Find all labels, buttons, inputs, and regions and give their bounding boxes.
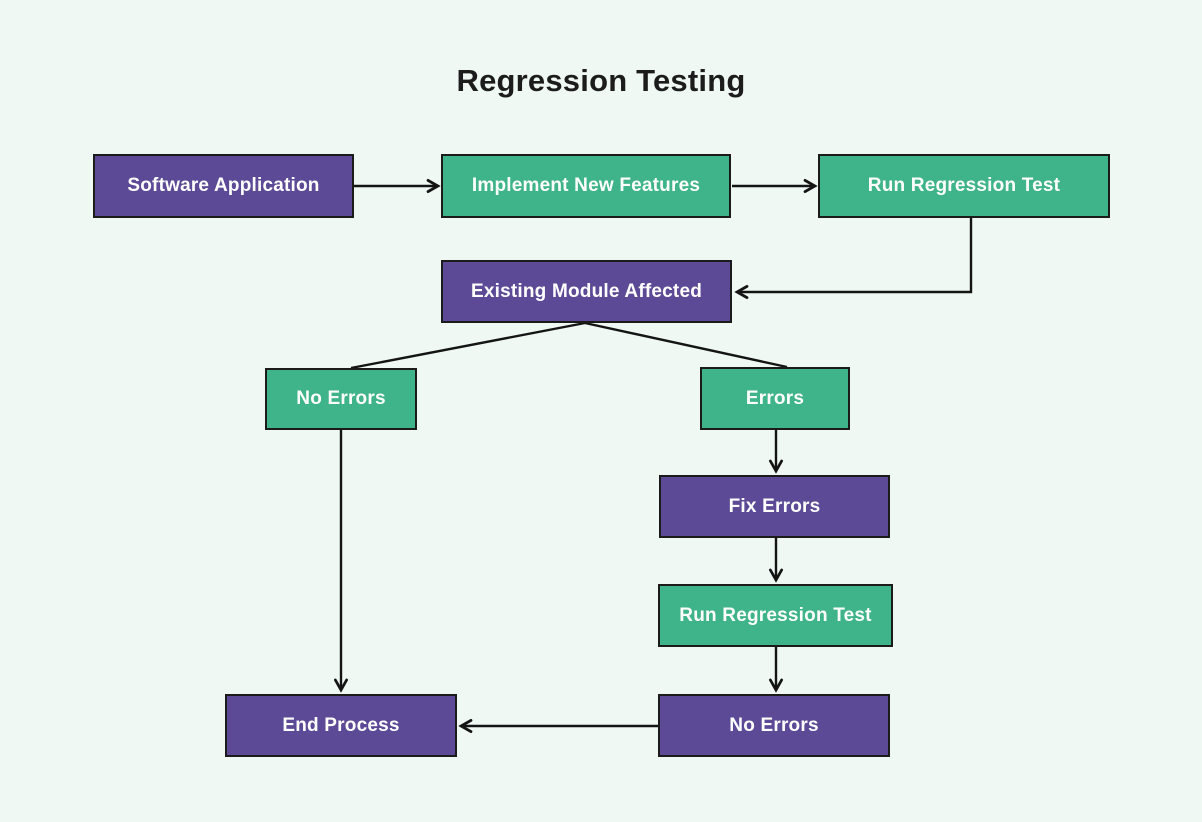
node-no-errors-left: No Errors	[265, 368, 417, 430]
node-label: Fix Errors	[728, 495, 821, 517]
node-label: Implement New Features	[471, 175, 701, 196]
node-existing-module-affected: Existing Module Affected	[441, 260, 732, 323]
node-software-application: Software Application	[93, 154, 354, 218]
node-label: Run Regression Test	[867, 175, 1061, 196]
node-no-errors-right: No Errors	[658, 694, 890, 757]
node-label: Errors	[745, 387, 805, 409]
diagram-title: Regression Testing	[456, 63, 746, 98]
node-fix-errors: Fix Errors	[659, 475, 890, 538]
edge-run-regression-test-to-existing-module-affected	[737, 218, 973, 292]
node-implement-new-features: Implement New Features	[441, 154, 731, 218]
node-label: Run Regression Test	[679, 604, 872, 626]
node-label: No Errors	[729, 714, 819, 736]
node-label: No Errors	[296, 388, 386, 409]
node-end-process: End Process	[225, 694, 457, 757]
edge-existing-module-affected-to-errors	[584, 321, 788, 369]
node-label: Software Application	[127, 175, 320, 196]
node-run-regression-test-1: Run Regression Test	[818, 154, 1110, 218]
node-run-regression-test-2: Run Regression Test	[658, 584, 893, 647]
node-label: Existing Module Affected	[470, 280, 703, 302]
node-label: End Process	[282, 714, 400, 736]
node-errors: Errors	[700, 367, 850, 430]
edge-existing-module-affected-to-no-errors	[350, 321, 586, 370]
